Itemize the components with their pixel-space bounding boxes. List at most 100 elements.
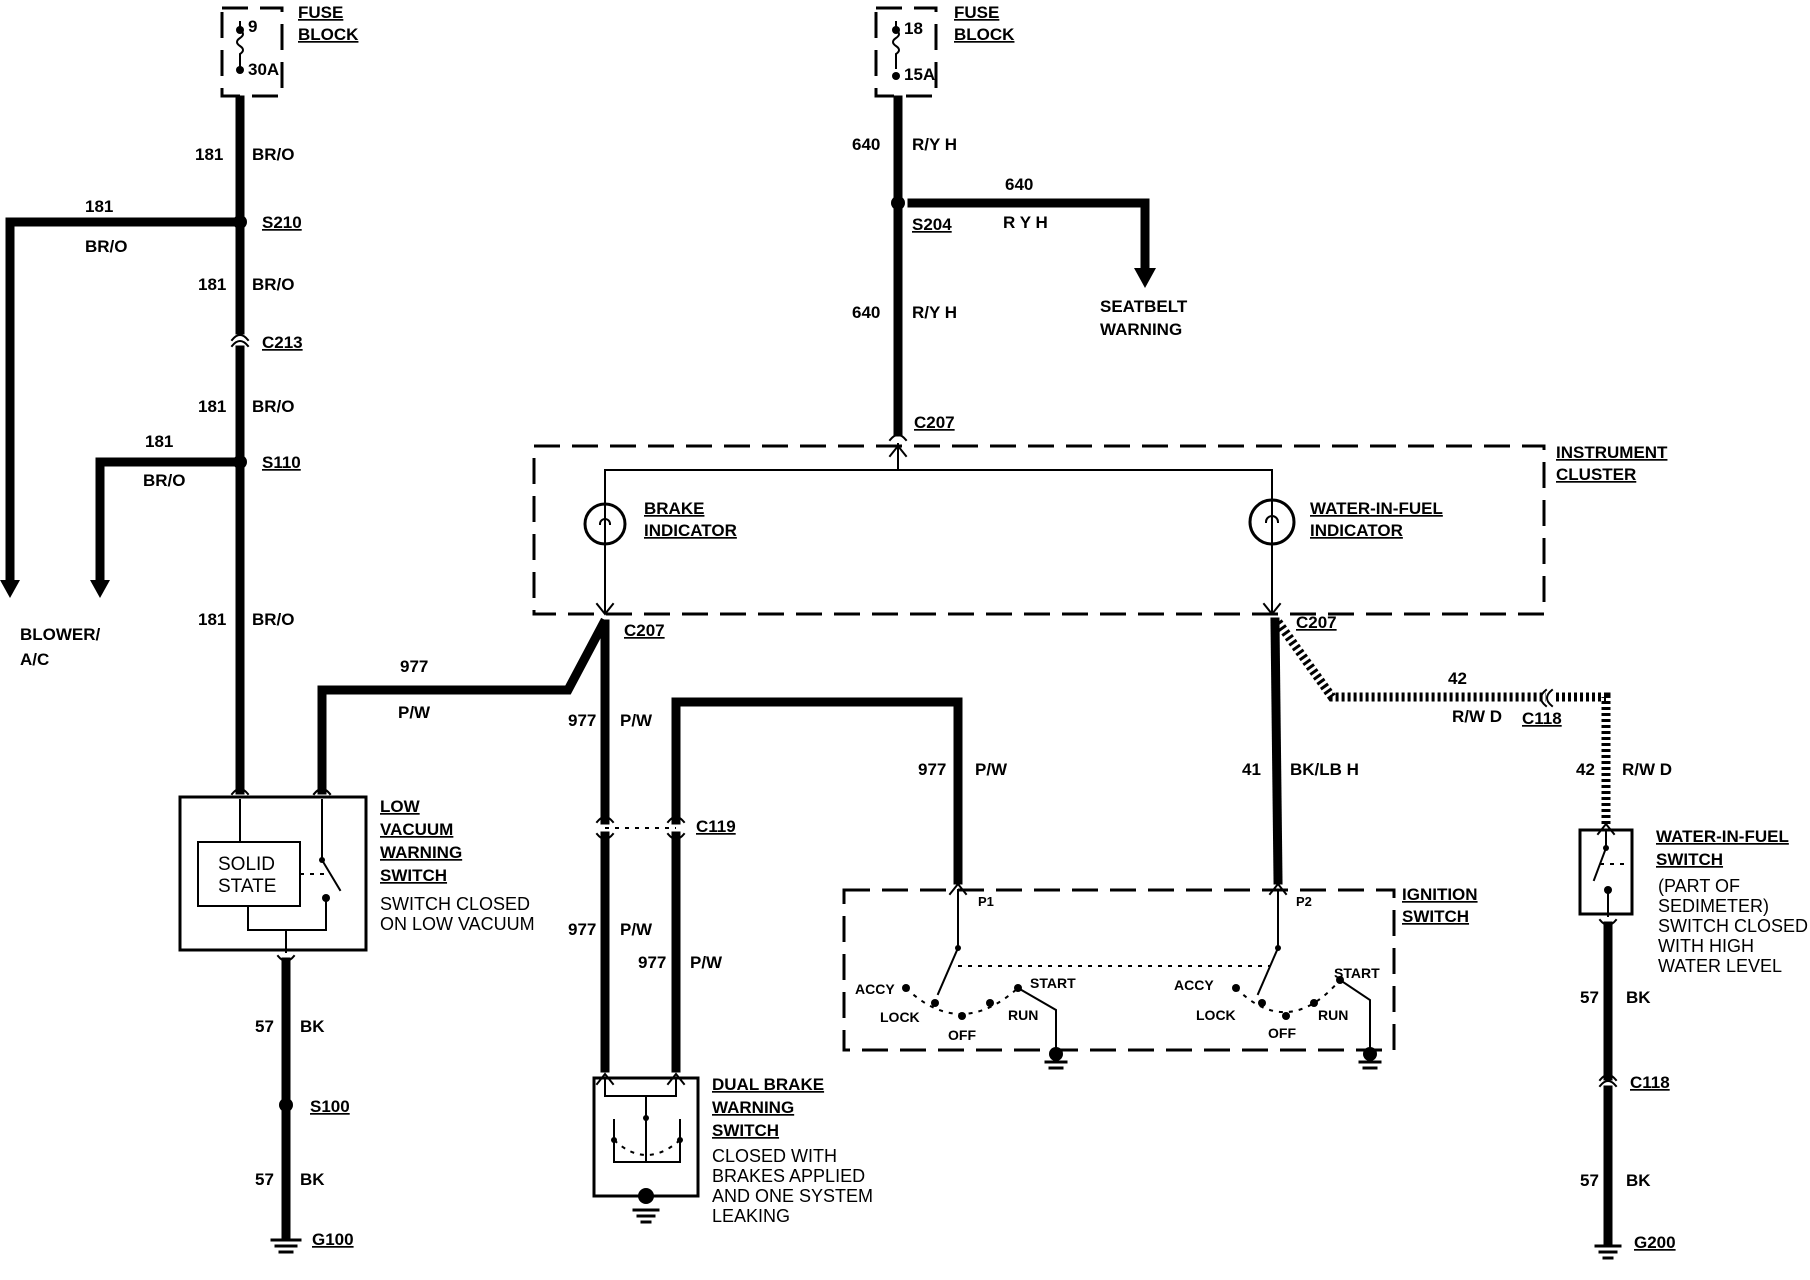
connector-s110: S110 <box>262 453 301 472</box>
wire-181-s110-color: BR/O <box>143 471 186 490</box>
low-vacuum-title2: VACUUM <box>380 820 453 839</box>
wif-switch-desc5: WATER LEVEL <box>1658 956 1782 976</box>
wire-57b-number: 57 <box>255 1170 274 1189</box>
dual-brake-desc3: AND ONE SYSTEM <box>712 1186 873 1206</box>
wire-977a-color: P/W <box>620 711 653 730</box>
ignition-title2: SWITCH <box>1402 907 1469 926</box>
wire-57c-color: BK <box>1626 988 1651 1007</box>
fuse-right-rating: 15A <box>904 65 935 84</box>
fuse-left-title1: FUSE <box>298 3 343 22</box>
wire-57-left <box>270 957 302 1254</box>
seatbelt-label-1: SEATBELT <box>1100 297 1188 316</box>
wire-977c-color: P/W <box>690 953 723 972</box>
wire-57d-color: BK <box>1626 1171 1651 1190</box>
seatbelt-label-2: WARNING <box>1100 320 1182 339</box>
wire-640b-color: R/Y H <box>912 303 957 322</box>
wif-indicator-label1: WATER-IN-FUEL <box>1310 499 1443 518</box>
ignition-title1: IGNITION <box>1402 885 1478 904</box>
blower-label-2: A/C <box>20 650 49 669</box>
wire-41 <box>1270 617 1611 885</box>
wire-977a-number: 977 <box>568 711 596 730</box>
wire-181d-color: BR/O <box>252 610 295 629</box>
wif-switch-desc3: SWITCH CLOSED <box>1658 916 1808 936</box>
wire-181-left-color: BR/O <box>85 237 128 256</box>
fuse-right-title2: BLOCK <box>954 25 1015 44</box>
wire-977 <box>312 617 963 1073</box>
solid-state-line1: SOLID <box>218 854 275 875</box>
wire-977-top-color: P/W <box>398 703 431 722</box>
wire-181c-color: BR/O <box>252 397 295 416</box>
wire-181-main <box>230 95 250 795</box>
ground-g100: G100 <box>312 1230 354 1249</box>
fuse-block-right: 18 15A FUSE BLOCK <box>874 3 1015 98</box>
ign-lock-2: LOCK <box>1196 1007 1236 1023</box>
ign-off-1: OFF <box>948 1027 976 1043</box>
ignition-p1: P1 <box>978 894 994 909</box>
dual-brake-desc1: CLOSED WITH <box>712 1146 837 1166</box>
ign-off-2: OFF <box>1268 1025 1296 1041</box>
ignition-switch <box>842 882 1396 1070</box>
wire-42b-number: 42 <box>1576 760 1595 779</box>
wire-42b-color: R/W D <box>1622 760 1672 779</box>
wire-640b-number: 640 <box>852 303 880 322</box>
ignition-labels-left: ACCY LOCK OFF RUN START <box>855 975 1076 1043</box>
wif-switch-desc1: (PART OF <box>1658 876 1740 896</box>
wire-977b-number: 977 <box>568 920 596 939</box>
wire-977c-number: 977 <box>638 953 666 972</box>
wire-57d-number: 57 <box>1580 1171 1599 1190</box>
wire-181-left-number: 181 <box>85 197 113 216</box>
wif-switch-desc4: WITH HIGH <box>1658 936 1754 956</box>
ignition-labels-right: ACCY LOCK OFF RUN START <box>1174 965 1380 1041</box>
ign-accy-1: ACCY <box>855 981 895 997</box>
connector-c213: C213 <box>262 333 303 352</box>
solid-state-line2: STATE <box>218 876 276 897</box>
fuse-left-rating: 30A <box>248 60 279 79</box>
dual-brake-switch <box>592 1072 700 1224</box>
wire-181-blower <box>0 217 239 598</box>
connector-s210: S210 <box>262 213 302 232</box>
wire-640 <box>888 95 1156 442</box>
wire-640a-color: R/Y H <box>912 135 957 154</box>
wif-switch-desc2: SEDIMETER) <box>1658 896 1769 916</box>
low-vacuum-desc1: SWITCH CLOSED <box>380 894 530 914</box>
blower-label-1: BLOWER/ <box>20 625 101 644</box>
wire-977-ign-number: 977 <box>918 760 946 779</box>
low-vacuum-desc2: ON LOW VACUUM <box>380 914 535 934</box>
wif-switch-title2: SWITCH <box>1656 850 1723 869</box>
connector-c207-right: C207 <box>1296 613 1337 632</box>
ign-start-1: START <box>1030 975 1076 991</box>
wire-977-ign-color: P/W <box>975 760 1008 779</box>
connector-c118-top: C118 <box>1522 709 1562 728</box>
fuse-right-number: 18 <box>904 19 923 38</box>
connector-c118-bottom: C118 <box>1630 1073 1670 1092</box>
ign-lock-1: LOCK <box>880 1009 920 1025</box>
wire-41-color: BK/LB H <box>1290 760 1359 779</box>
dual-brake-desc2: BRAKES APPLIED <box>712 1166 865 1186</box>
ign-run-2: RUN <box>1318 1007 1348 1023</box>
instrument-cluster <box>532 443 1546 616</box>
brake-indicator-label2: INDICATOR <box>644 521 737 540</box>
dual-brake-title2: WARNING <box>712 1098 794 1117</box>
fuse-block-left: 9 30A FUSE BLOCK <box>220 3 359 98</box>
cluster-title1: INSTRUMENT <box>1556 443 1668 462</box>
wire-57c-number: 57 <box>1580 988 1599 1007</box>
connector-c207-top: C207 <box>914 413 955 432</box>
connector-c119: C119 <box>696 817 736 836</box>
low-vacuum-title3: WARNING <box>380 843 462 862</box>
wire-181c-number: 181 <box>198 397 226 416</box>
water-in-fuel-switch <box>1578 822 1634 1260</box>
wire-42-top-number: 42 <box>1448 669 1467 688</box>
fuse-right-title1: FUSE <box>954 3 999 22</box>
wire-977b-color: P/W <box>620 920 653 939</box>
wire-181-s110-number: 181 <box>145 432 173 451</box>
wire-41-number: 41 <box>1242 760 1261 779</box>
wire-42-top-color: R/W D <box>1452 707 1502 726</box>
wire-57a-number: 57 <box>255 1017 274 1036</box>
wire-181a-color: BR/O <box>252 145 295 164</box>
brake-indicator-label1: BRAKE <box>644 499 704 518</box>
dual-brake-desc4: LEAKING <box>712 1206 790 1226</box>
wire-181a-number: 181 <box>195 145 223 164</box>
wire-977-top-number: 977 <box>400 657 428 676</box>
ignition-p2: P2 <box>1296 894 1312 909</box>
